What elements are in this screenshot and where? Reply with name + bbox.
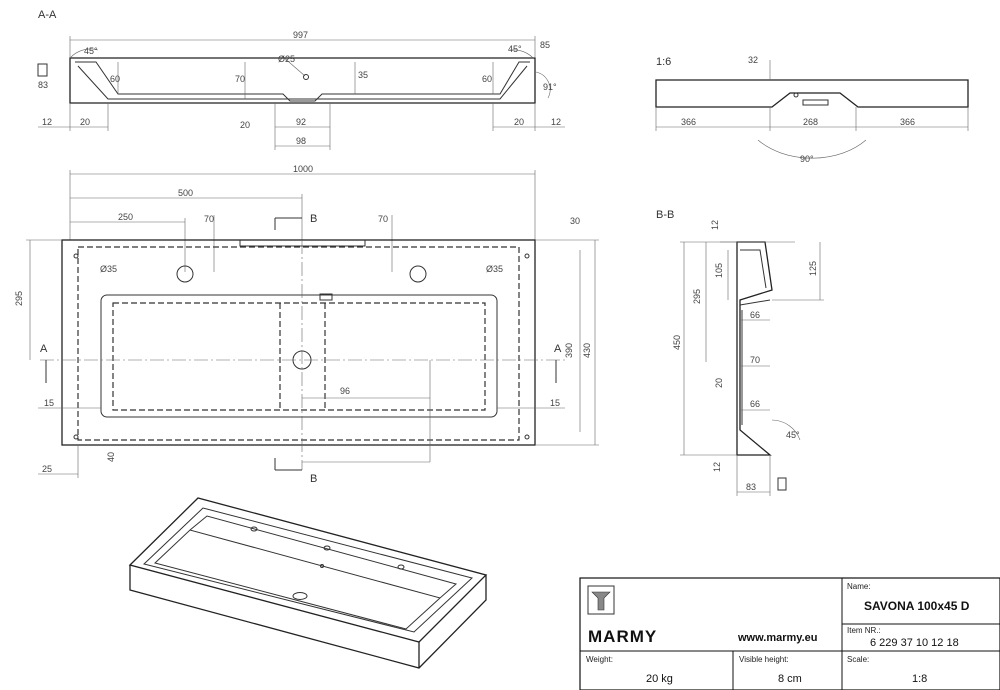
section-aa-label: A-A: [38, 9, 57, 21]
iso-basin-inner: [154, 515, 458, 630]
dim-268: 268: [803, 117, 818, 127]
dim-70-bb: 70: [750, 355, 760, 365]
dim-91: 91°: [543, 82, 557, 92]
dim-70-left: 70: [204, 214, 214, 224]
dim-60-right: 60: [482, 74, 492, 84]
dim-25: 25: [42, 464, 52, 474]
top-view: 1000 500 250 70 70 30 B Ø35 Ø35: [14, 164, 599, 485]
dim-366-left: 366: [681, 117, 696, 127]
item-number-label: Item NR.:: [847, 626, 881, 635]
dim-45-bb: 45°: [786, 430, 800, 440]
side-view: 1:6 32 366 268 366 90°: [655, 55, 969, 164]
weight-label: Weight:: [586, 655, 613, 664]
dim-366-right: 366: [900, 117, 915, 127]
dim-430: 430: [582, 343, 592, 358]
title-block: MARMY www.marmy.eu Name: SAVONA 100x45 D…: [579, 577, 1000, 690]
weight-value: 20 kg: [646, 673, 673, 685]
dim-98: 98: [296, 136, 306, 146]
section-a-marker-left: A: [40, 343, 48, 355]
dim-20-bottom: 20: [240, 120, 250, 130]
dim-125: 125: [808, 261, 818, 276]
side-view-outline: [655, 79, 969, 108]
basin-inner-rim: [100, 294, 498, 418]
dim-angle-left: 45°: [84, 46, 98, 56]
dim-60-left: 60: [110, 74, 120, 84]
dim-250: 250: [118, 212, 133, 222]
section-aa-outline: [69, 57, 536, 104]
dim-70-right: 70: [378, 214, 388, 224]
brand-name: MARMY: [588, 627, 657, 646]
dim-295-bb: 295: [692, 289, 702, 304]
scale-label: Scale:: [847, 655, 869, 664]
marmy-logo-icon: [587, 585, 615, 615]
dim-d25: Ø25: [278, 54, 295, 64]
dim-12-bottom: 12: [712, 462, 722, 472]
section-a-marker-right: A: [554, 343, 562, 355]
dim-450: 450: [672, 335, 682, 350]
dim-30: 30: [570, 216, 580, 226]
section-aa-view: A-A 997 45° 45° 85 Ø25 83 60 70 35 60 91…: [37, 9, 565, 150]
dim-66-bottom: 66: [750, 399, 760, 409]
dim-92: 92: [296, 117, 306, 127]
dim-15-right: 15: [550, 398, 560, 408]
dim-90: 90°: [800, 154, 814, 164]
tap-hole-left: [176, 265, 194, 283]
side-view-scale: 1:6: [656, 56, 671, 68]
item-number-value: 6 229 37 10 12 18: [870, 637, 959, 649]
tap-hole-right: [409, 265, 427, 283]
product-name: SAVONA 100x45 D: [864, 599, 970, 613]
name-label: Name:: [847, 582, 871, 591]
dim-1000: 1000: [293, 164, 313, 174]
section-bb-outline: [736, 241, 773, 456]
isometric-view: [128, 497, 488, 669]
dim-70: 70: [235, 74, 245, 84]
top-view-outline: [61, 239, 536, 446]
iso-drain: [292, 592, 308, 600]
dim-295-top: 295: [14, 291, 24, 306]
dim-105: 105: [714, 263, 724, 278]
dim-85: 85: [540, 40, 550, 50]
dim-35: 35: [358, 70, 368, 80]
dim-390: 390: [564, 343, 574, 358]
visible-height-value: 8 cm: [778, 673, 802, 685]
dim-500: 500: [178, 188, 193, 198]
dim-12-left: 12: [42, 117, 52, 127]
dim-12-top: 12: [710, 220, 720, 230]
section-aa-basin-profile: [75, 61, 530, 102]
dim-d35-left: Ø35: [100, 264, 117, 274]
dim-96: 96: [340, 386, 350, 396]
dim-d35-right: Ø35: [486, 264, 503, 274]
basin-dashed-floor: [112, 302, 486, 411]
dim-997: 997: [293, 30, 308, 40]
dim-83: 83: [38, 80, 48, 90]
dim-20-right: 20: [514, 117, 524, 127]
dim-66-top: 66: [750, 310, 760, 320]
visible-height-label: Visible height:: [739, 655, 789, 664]
dim-83-bb: 83: [746, 482, 756, 492]
dim-20-bb: 20: [714, 378, 724, 388]
dim-40: 40: [106, 452, 116, 462]
section-b-marker-bottom: B: [310, 473, 317, 485]
dim-32: 32: [748, 55, 758, 65]
section-aa-inner-line: [77, 65, 528, 100]
scale-value: 1:8: [912, 673, 927, 685]
section-b-marker-top: B: [310, 213, 317, 225]
dim-angle-right: 45°: [508, 44, 522, 54]
top-view-dashed-outer: [77, 246, 520, 441]
dim-12-right: 12: [551, 117, 561, 127]
section-bb-view: B-B 12 105 125 295 66 450 70 20 66 45° 1…: [656, 209, 824, 496]
dim-20-left: 20: [80, 117, 90, 127]
section-bb-label: B-B: [656, 209, 674, 221]
website-link[interactable]: www.marmy.eu: [737, 632, 817, 644]
dim-15-left: 15: [44, 398, 54, 408]
